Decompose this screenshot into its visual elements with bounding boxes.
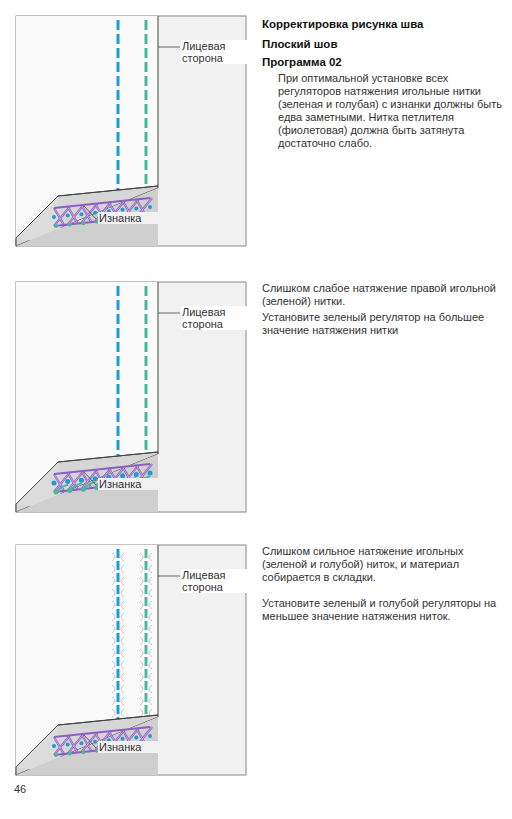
pucker-fold — [112, 649, 152, 657]
needle-loop-blue — [66, 214, 70, 218]
program-number: Программа 02 — [262, 56, 502, 69]
leader-line — [158, 313, 180, 314]
pucker-fold — [112, 601, 152, 609]
leader-line — [158, 47, 180, 48]
needle-loop-green — [54, 224, 58, 228]
page-heading: Корректировка рисунка шва — [262, 18, 502, 31]
blue-needle-thread — [117, 286, 120, 462]
blue-needle-thread — [117, 549, 120, 725]
side-label: Лицевая сторона — [181, 40, 249, 64]
pucker-fold — [112, 625, 152, 633]
looper-thread-highlight — [54, 207, 70, 226]
needle-loop-blue — [52, 744, 56, 748]
needle-loop-blue — [148, 471, 153, 476]
looper-rail — [54, 727, 150, 737]
leader-line — [158, 576, 180, 577]
loose-green-thread — [83, 482, 95, 489]
pucker-fold — [112, 577, 152, 585]
needle-loop-blue — [52, 215, 56, 219]
loose-green-thread — [56, 485, 68, 492]
pucker-fold — [112, 673, 152, 681]
body-text: Слишком слабое натяжение правой игольной… — [262, 282, 506, 308]
looper-thread-highlight — [68, 734, 84, 753]
looper-thread — [81, 733, 97, 752]
looper-thread-highlight — [81, 204, 97, 223]
loose-green-thread — [70, 483, 82, 490]
looper-thread — [54, 207, 70, 226]
section-heading: Плоский шов — [262, 38, 502, 51]
needle-loop-green — [68, 223, 72, 227]
needle-loop-blue — [79, 741, 83, 745]
side-label: Изнанка — [98, 212, 160, 224]
looper-thread — [68, 205, 84, 224]
needle-loop-green — [68, 752, 72, 756]
green-needle-thread — [145, 286, 148, 454]
fold-edge — [58, 715, 158, 725]
needle-loop-green — [81, 750, 85, 754]
needle-loop-blue — [66, 743, 70, 747]
fold-edge — [58, 186, 158, 196]
needle-loop-blue — [148, 205, 152, 209]
looper-rail — [54, 198, 150, 208]
pucker-fold — [112, 589, 152, 597]
needle-loop-blue — [93, 476, 98, 481]
needle-loop-blue — [134, 472, 139, 477]
fabric-edge — [158, 282, 159, 452]
fabric-edge — [158, 16, 159, 186]
green-needle-thread — [145, 549, 148, 717]
looper-thread-highlight — [68, 205, 84, 224]
needle-loop-blue — [148, 734, 152, 738]
side-label: Изнанка — [98, 478, 160, 490]
needle-loop-blue — [93, 211, 97, 215]
pucker-fold — [112, 565, 152, 573]
pucker-fold — [112, 697, 152, 705]
fold-edge — [16, 725, 58, 767]
pucker-fold — [112, 661, 152, 669]
side-label: Лицевая сторона — [181, 306, 249, 330]
body-text: При оптимальной установке всех регулятор… — [278, 72, 506, 150]
side-label: Изнанка — [98, 741, 160, 753]
fold-edge — [16, 462, 58, 504]
looper-thread-highlight — [54, 736, 70, 755]
needle-loop-blue — [65, 479, 70, 484]
leader-line — [84, 206, 96, 219]
needle-loop-blue — [134, 735, 138, 739]
fold-edge — [58, 452, 158, 462]
needle-loop-blue — [79, 212, 83, 216]
looper-thread — [68, 734, 84, 753]
needle-loop-blue — [79, 478, 84, 483]
pucker-fold — [112, 637, 152, 645]
page-number: 46 — [14, 783, 54, 796]
body-text: Установите зеленый и голубой регуляторы … — [262, 597, 506, 623]
leader-line — [84, 735, 96, 748]
looper-thread-highlight — [81, 733, 97, 752]
needle-loop-green — [54, 753, 58, 757]
fabric-edge — [158, 545, 159, 715]
blue-needle-thread — [117, 20, 120, 196]
side-label: Лицевая сторона — [181, 569, 249, 593]
needle-loop-blue — [93, 740, 97, 744]
pucker-fold — [112, 685, 152, 693]
green-needle-thread — [145, 20, 148, 188]
looper-thread — [81, 204, 97, 223]
needle-loop-green — [81, 221, 85, 225]
fold-edge — [16, 196, 58, 238]
looper-thread — [54, 736, 70, 755]
needle-loop-blue — [134, 206, 138, 210]
pucker-fold — [112, 613, 152, 621]
needle-loop-blue — [52, 481, 57, 486]
body-text: Установите зеленый регулятор на большее … — [262, 311, 506, 337]
leader-line — [84, 472, 96, 485]
pucker-fold — [112, 553, 152, 561]
body-text: Слишком сильное натяжение игольных (зеле… — [262, 545, 506, 584]
